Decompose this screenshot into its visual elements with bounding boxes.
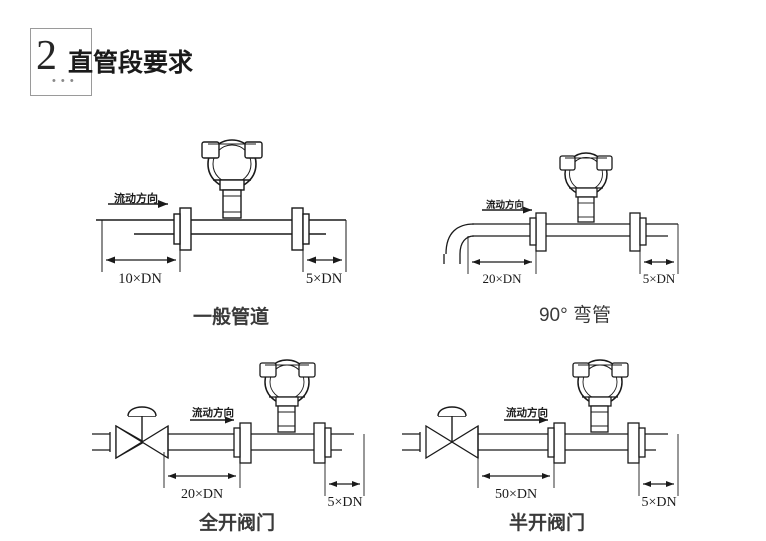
downstream-dimension-label: 5×DN bbox=[641, 495, 676, 510]
flow-direction-arrow-icon bbox=[482, 206, 532, 214]
flow-direction-label: 流动方向 bbox=[506, 406, 548, 419]
flange-upstream bbox=[173, 207, 192, 251]
dimension-upstream bbox=[467, 236, 537, 274]
page-header: 2 直管段要求 • • • bbox=[30, 28, 330, 100]
flow-direction-arrow-icon bbox=[504, 416, 548, 424]
figure-general-pipe: 流动方向 10×DN 5×DN bbox=[96, 132, 366, 312]
figure-half-open-valve: 流动方向 50×DN 5×DN bbox=[402, 344, 692, 524]
header-number-box bbox=[30, 28, 92, 96]
upstream-dimension-label: 50×DN bbox=[495, 487, 537, 502]
downstream-dimension-label: 5×DN bbox=[643, 271, 676, 286]
dimension-upstream bbox=[163, 452, 241, 488]
caption-half-open-valve: 半开阀门 bbox=[508, 513, 585, 534]
figure-elbow-90: 流动方向 20×DN 5×DN bbox=[440, 132, 710, 312]
upstream-dimension-label: 10×DN bbox=[118, 271, 162, 287]
caption-elbow-90: 90° 弯管 bbox=[538, 305, 611, 326]
dimension-upstream bbox=[101, 220, 181, 272]
valve-icon bbox=[402, 406, 479, 460]
caption-general-pipe: 一般管道 bbox=[192, 307, 269, 328]
transmitter-housing-icon bbox=[559, 152, 613, 223]
elbow-fitting bbox=[443, 223, 475, 264]
flange-downstream bbox=[291, 207, 310, 251]
dimension-downstream bbox=[324, 434, 365, 496]
flow-direction-label: 流动方向 bbox=[192, 406, 234, 419]
dimension-upstream bbox=[477, 452, 555, 488]
flow-direction-label: 流动方向 bbox=[114, 191, 158, 205]
dimension-downstream bbox=[639, 224, 679, 274]
transmitter-housing-icon bbox=[201, 139, 263, 219]
caption-fully-open-valve: 全开阀门 bbox=[198, 513, 275, 534]
flange-downstream bbox=[629, 212, 647, 252]
upstream-dimension-label: 20×DN bbox=[181, 487, 223, 502]
flange-downstream bbox=[627, 422, 646, 464]
flange-upstream bbox=[233, 422, 252, 464]
valve-icon bbox=[92, 406, 169, 460]
figure-fully-open-valve: 流动方向 20×DN 5×DN bbox=[92, 344, 382, 524]
downstream-dimension-label: 5×DN bbox=[306, 271, 343, 287]
flange-downstream bbox=[313, 422, 332, 464]
flow-direction-label: 流动方向 bbox=[486, 199, 524, 211]
flow-direction-arrow-icon bbox=[190, 416, 234, 424]
upstream-dimension-label: 20×DN bbox=[482, 271, 522, 286]
header-dots-decoration: • • • bbox=[52, 75, 75, 87]
diagram-half-open-valve: 流动方向 50×DN 5×DN bbox=[402, 359, 679, 510]
transmitter-housing-icon bbox=[572, 359, 629, 433]
dimension-downstream bbox=[638, 434, 679, 496]
flange-upstream bbox=[547, 422, 566, 464]
flow-direction-arrow-icon bbox=[108, 200, 168, 208]
diagram-general-pipe: 流动方向 10×DN 5×DN bbox=[96, 139, 347, 287]
transmitter-housing-icon bbox=[259, 359, 316, 433]
diagram-fully-open-valve: 流动方向 20×DN 5×DN bbox=[92, 359, 365, 510]
page-title: 直管段要求 bbox=[68, 49, 194, 77]
downstream-dimension-label: 5×DN bbox=[327, 495, 362, 510]
header-section-number: 2 bbox=[36, 33, 57, 79]
dimension-downstream bbox=[302, 220, 347, 272]
diagram-elbow-90: 流动方向 20×DN 5×DN bbox=[443, 152, 679, 286]
pipe-body bbox=[472, 223, 678, 237]
flange-upstream bbox=[529, 212, 547, 252]
